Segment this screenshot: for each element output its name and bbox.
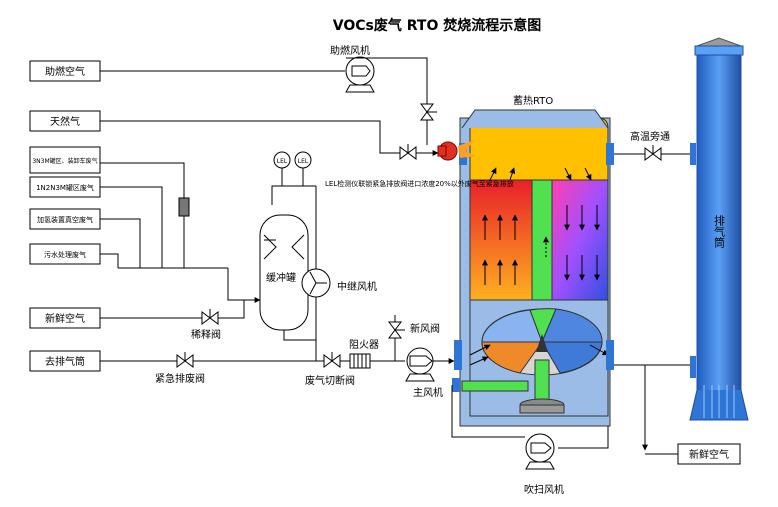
main-fan: 主风机 [405,347,443,399]
dilution-valve-label: 稀释阀 [191,328,221,341]
main-fan-label: 主风机 [413,386,443,399]
combustion-air-label: 助燃空气 [45,65,85,78]
waste-shutoff-valve: 废气切断阀 [305,352,355,387]
rto-unit: 蓄热RTO [452,94,614,427]
waste-vacuum-box [29,208,101,230]
fresh-air-valve: 新风阀 [388,321,440,339]
combustion-valve [420,103,437,121]
lel-note: LEL检测仪联锁紧急排放阀进口浓度20%以外废气至紧急排放 [325,179,514,188]
waste-vacuum-label: 加氢装置真空废气 [37,215,93,224]
dilution-valve: 稀释阀 [191,309,221,341]
hot-bypass-valve: 高温旁通 [630,130,670,161]
exhaust-stack: 排气筒 [689,37,749,421]
emergency-vent-valve: 紧急排废阀 [155,352,205,385]
buffer-tank-label: 缓冲罐 [266,271,296,284]
fresh-air-left-label: 新鲜空气 [45,312,85,325]
waste-1n-label: 1N2N3M罐区废气 [36,183,94,192]
hot-bypass-label: 高温旁通 [630,130,670,143]
lel-gauges: LEL LEL [273,151,312,186]
flow-indicator [178,197,190,217]
relay-fan: 中继风机 [301,268,377,298]
waste-3n-box [29,146,101,174]
emergency-vent-label: 紧急排废阀 [155,372,205,385]
purge-fan-label: 吹扫风机 [524,483,564,496]
combustion-air-box [29,60,101,82]
purge-fan: 吹扫风机 [524,433,564,496]
burner [437,140,476,161]
diagram-title: VOCs废气 RTO 焚烧流程示意图 [333,17,541,34]
lel-note-text: LEL检测仪联锁紧急排放阀进口浓度20%以外废气至紧急排放 [325,179,514,188]
lel-2-label: LEL [298,158,309,165]
gas-valve [399,144,417,160]
fresh-air-right-box [677,443,741,465]
waste-sewage-box [29,243,101,265]
combustion-fan: 助燃风机 [330,44,375,93]
waste-shutoff-label: 废气切断阀 [305,374,355,387]
piping [100,57,690,455]
fresh-air-left-box [29,307,101,329]
waste-1n-box [29,176,101,198]
natural-gas-box [29,110,101,132]
to-stack-box [29,350,101,372]
buffer-tank: 缓冲罐 [259,214,309,331]
natural-gas-label: 天然气 [50,115,80,128]
relay-fan-label: 中继风机 [337,280,377,293]
combustion-fan-label: 助燃风机 [330,44,370,57]
fresh-air-right-label: 新鲜空气 [689,448,729,461]
fresh-air-valve-label: 新风阀 [410,322,440,335]
svg-text:LEL检测仪联锁紧急排放阀进口浓度20%以外废气至紧急排放: LEL检测仪联锁紧急排放阀进口浓度20%以外废气至紧急排放 [325,179,514,188]
rto-label: 蓄热RTO [513,94,553,107]
waste-3n-label: 3N3M罐区、装卸车废气 [32,157,97,165]
to-stack-label: 去排气筒 [45,355,85,368]
flame-arrester: 阻火器 [349,339,379,369]
flame-arrester-label: 阻火器 [349,339,379,351]
stack-label: 排气筒 [713,214,726,249]
lel-1-label: LEL [277,158,288,165]
source-boxes: 助燃空气 天然气 3N3M罐区、装卸车废气 1N2N3M罐区废气 加氢装置真空废… [29,60,741,465]
waste-sewage-label: 污水处理废气 [44,250,86,259]
